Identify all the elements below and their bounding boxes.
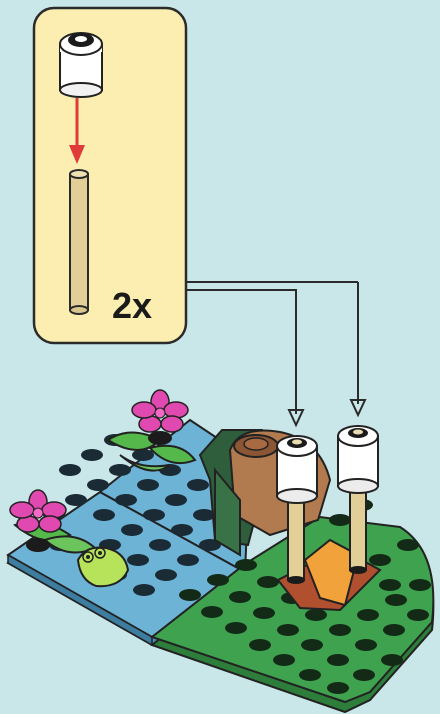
torch-top-right-brick — [338, 426, 378, 493]
tan-bar-icon — [70, 170, 88, 314]
white-round-brick-icon — [60, 33, 102, 97]
quantity-multiplier-label: 2x — [112, 282, 182, 330]
callout-connector-lines — [186, 282, 358, 414]
torch-top-left-brick — [277, 436, 317, 503]
torch-pole-left — [287, 500, 305, 584]
placement-arrow-heads — [289, 400, 365, 425]
torch-pole-right — [349, 490, 367, 574]
